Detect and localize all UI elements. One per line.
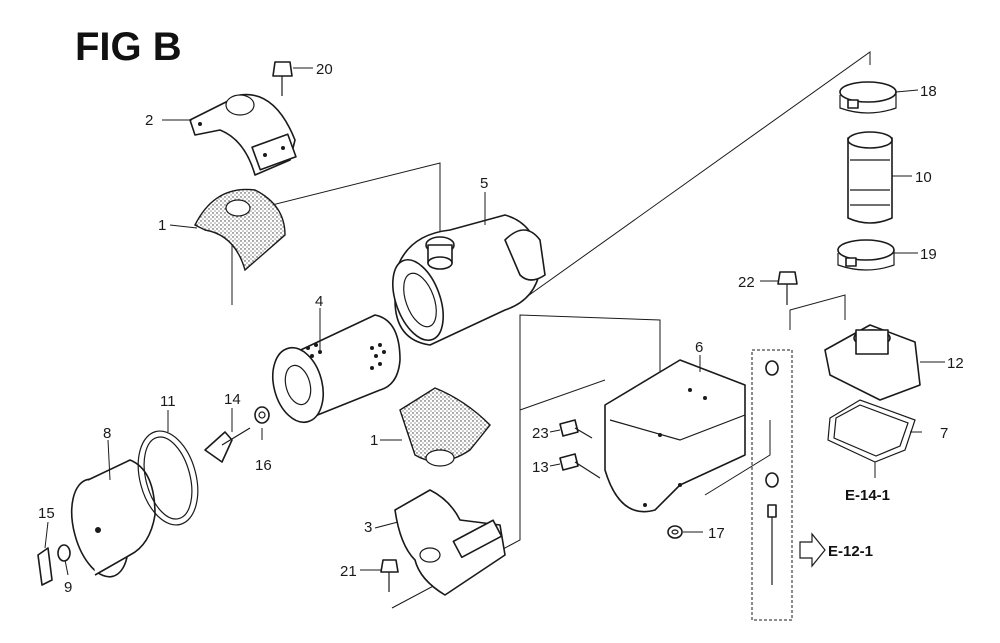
part-20-bolt: [272, 61, 313, 96]
figure-title: FIG B: [75, 25, 182, 69]
callout-1-bottom: 1: [370, 432, 378, 449]
callout-12: 12: [947, 355, 964, 372]
callout-11: 11: [160, 393, 176, 410]
part-9-nut: [57, 544, 71, 562]
callout-3: 3: [364, 519, 372, 536]
callout-leaders: [44, 89, 945, 576]
part-6-shield: [604, 359, 746, 513]
callout-19: 19: [920, 246, 937, 263]
part-16-washer: [254, 406, 270, 424]
callout-9: 9: [64, 579, 72, 596]
assembly-outline-lines: [231, 51, 871, 609]
callout-18: 18: [920, 83, 937, 100]
callout-1-top: 1: [158, 217, 166, 234]
callout-8: 8: [103, 425, 111, 442]
callout-5: 5: [480, 175, 488, 192]
callout-10: 10: [915, 169, 932, 186]
part-2-clamp-band: [189, 93, 297, 176]
callout-14: 14: [224, 391, 241, 408]
stud-bolt-assembly: [751, 349, 793, 621]
part-1-foam-liner-top: [194, 188, 286, 272]
callout-2: 2: [145, 112, 153, 129]
part-12-elbow-adapter: [824, 324, 921, 401]
callout-17: 17: [708, 525, 725, 542]
part-17-washer: [667, 525, 683, 539]
callout-22: 22: [738, 274, 755, 291]
callout-13: 13: [532, 459, 549, 476]
ref-e-14-1[interactable]: E-14-1: [845, 487, 890, 504]
part-19-clamp: [837, 239, 895, 271]
callout-21: 21: [340, 563, 357, 580]
part-11-gasket-ring: [137, 430, 199, 526]
part-22-bolt: [760, 271, 798, 305]
ref-e-12-1[interactable]: E-12-1: [828, 543, 873, 560]
part-8-cleaner-cover: [70, 459, 156, 578]
part-1-foam-liner-bottom: [399, 387, 491, 467]
part-14-wing-bolt: [204, 427, 251, 463]
callout-23: 23: [532, 425, 549, 442]
part-13-bolt: [559, 453, 601, 479]
callout-6: 6: [695, 339, 703, 356]
callout-16: 16: [255, 457, 272, 474]
callout-7: 7: [940, 425, 948, 442]
part-18-clamp: [839, 81, 897, 114]
part-10-connecting-tube: [847, 131, 893, 224]
part-4-filter-element: [272, 314, 401, 424]
part-23-bolt: [559, 419, 593, 439]
callout-labels: 2 1 1 3 4 5 6 7 8 9 10 11 12 13 14 15 16…: [38, 61, 964, 596]
part-15-clip: [37, 547, 53, 586]
part-7-gasket: [827, 399, 916, 463]
part-3-lower-bracket: [394, 489, 506, 596]
callout-15: 15: [38, 505, 55, 522]
callout-4: 4: [315, 293, 323, 310]
ref-arrow-e12: [799, 532, 826, 568]
callout-20: 20: [316, 61, 333, 78]
part-5-air-cleaner-case: [392, 214, 546, 346]
part-21-bolt: [360, 559, 399, 592]
